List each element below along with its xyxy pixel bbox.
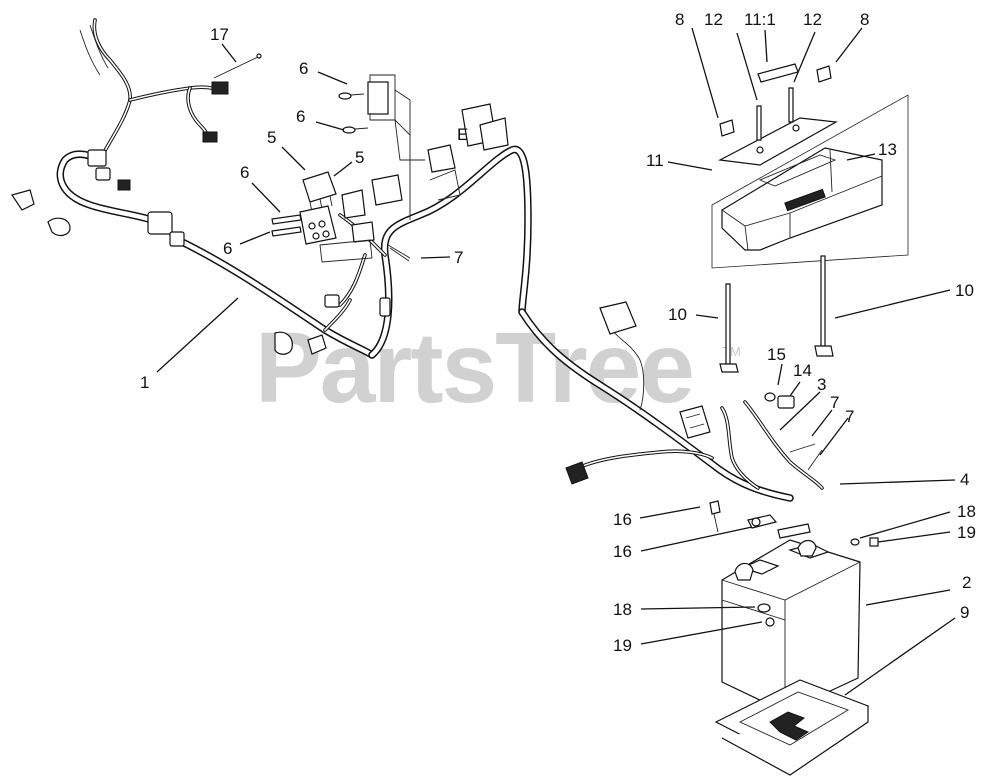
callout-13: 13 (878, 140, 897, 159)
battery[interactable] (721, 539, 861, 713)
callout-1: 1 (140, 373, 149, 392)
callout-10: 10 (668, 305, 687, 324)
callout-19: 19 (957, 523, 976, 542)
callout-12: 12 (704, 10, 723, 29)
leader-lines (156, 27, 956, 696)
callout-5: 5 (355, 148, 364, 167)
callout-3: 3 (817, 375, 826, 394)
cable-tie[interactable] (213, 53, 411, 262)
harness-connector-splice (87, 81, 391, 317)
callout-6: 6 (240, 163, 249, 182)
callout-12: 12 (803, 10, 822, 29)
callout-5: 5 (267, 128, 276, 147)
terminal-hardware[interactable] (764, 392, 823, 471)
relay[interactable] (302, 81, 389, 213)
callout-17: 17 (210, 25, 229, 44)
callout-8: 8 (860, 10, 869, 29)
battery-hold-down-panel (711, 94, 909, 269)
callout-7: 7 (454, 248, 463, 267)
callout-15: 15 (767, 345, 786, 364)
callout-16: 16 (613, 542, 632, 561)
pad[interactable] (757, 63, 799, 83)
callout-11-1: 11:1 (744, 10, 776, 29)
callout-9: 9 (960, 603, 969, 622)
callout-6: 6 (299, 59, 308, 78)
callout-10: 10 (955, 281, 974, 300)
callout-8: 8 (675, 10, 684, 29)
callout-14: 14 (793, 361, 812, 380)
harness-clamp (11, 189, 327, 355)
callout-E: E (457, 125, 468, 144)
callout-2: 2 (962, 573, 971, 592)
callout-18: 18 (613, 600, 632, 619)
battery-tray[interactable] (714, 679, 870, 776)
screw[interactable] (271, 92, 369, 237)
callout-6: 6 (223, 239, 232, 258)
bracket-nut[interactable] (719, 65, 832, 137)
callout-4: 4 (960, 470, 969, 489)
battery-cable-terminal[interactable] (747, 514, 811, 539)
hold-down-bracket[interactable] (718, 117, 838, 166)
callout-7: 7 (830, 393, 839, 412)
relay-socket[interactable] (299, 205, 337, 245)
callout-16: 16 (613, 510, 632, 529)
bolt[interactable] (756, 87, 794, 141)
battery-cover[interactable] (721, 147, 883, 251)
terminal-bolt[interactable] (709, 500, 721, 533)
connector-block-cluster: E (319, 74, 509, 263)
hold-down-rod[interactable] (719, 255, 834, 373)
callout-18: 18 (957, 502, 976, 521)
callout-7: 7 (845, 407, 854, 426)
callout-11: 11 (646, 151, 664, 170)
callout-19: 19 (613, 636, 632, 655)
wiring-harness[interactable] (56, 18, 824, 502)
fuse-holder (565, 301, 711, 485)
callout-6: 6 (296, 107, 305, 126)
washer[interactable] (757, 538, 860, 613)
callout-labels: 17 6 6 5 5 6 6 7 1 8 12 11:1 12 8 11 13 … (140, 10, 976, 655)
